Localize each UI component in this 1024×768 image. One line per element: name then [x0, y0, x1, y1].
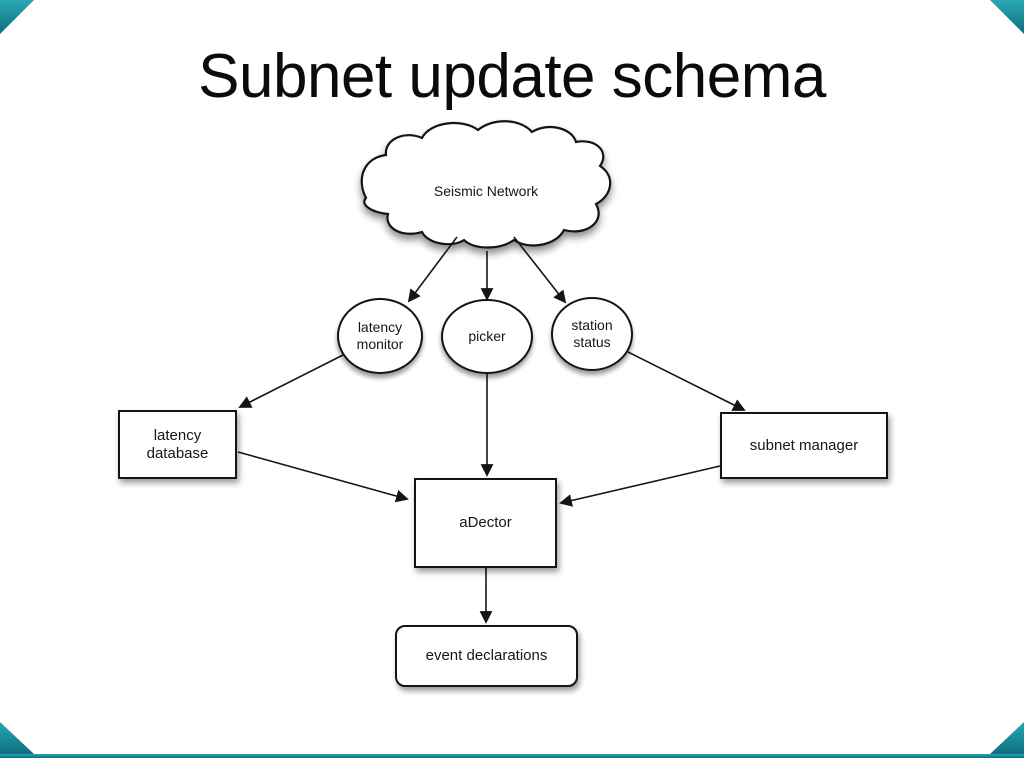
node-subnet-manager-label: subnet manager — [749, 436, 859, 454]
edge-station-status-to-subnet-manager — [627, 351, 746, 411]
edge-latency-monitor-to-latency-database — [238, 354, 344, 408]
node-latency-database: latency database — [118, 410, 237, 479]
node-latency-database-label: latency database — [146, 426, 209, 462]
node-event-declarations: event declarations — [395, 625, 578, 687]
node-latency-monitor-label: latency monitor — [356, 319, 404, 352]
edge-seismic-network-to-station-status — [513, 236, 567, 304]
edge-seismic-network-to-latency-monitor — [407, 236, 458, 303]
node-adector-label: aDector — [459, 514, 512, 531]
node-subnet-manager: subnet manager — [720, 412, 888, 479]
node-event-declarations-label: event declarations — [425, 647, 548, 664]
node-adector: aDector — [414, 478, 557, 568]
node-station-status-label: station status — [571, 317, 613, 350]
accent-bar-bottom — [0, 754, 1024, 758]
node-latency-monitor: latency monitor — [337, 298, 423, 374]
edge-latency-database-to-adector — [237, 451, 409, 503]
node-picker: picker — [441, 299, 533, 374]
accent-triangle-bottom-left — [0, 722, 34, 754]
node-seismic-network-label: Seismic Network — [433, 183, 539, 199]
node-picker-label: picker — [468, 328, 506, 345]
accent-triangle-top-right — [990, 0, 1024, 34]
cloud-shape-seismic-network — [360, 120, 612, 249]
slide-title: Subnet update schema — [198, 42, 826, 111]
accent-triangle-bottom-right — [990, 722, 1024, 754]
node-station-status: station status — [551, 297, 633, 371]
edge-subnet-manager-to-adector — [559, 465, 721, 507]
accent-triangle-top-left — [0, 0, 34, 34]
